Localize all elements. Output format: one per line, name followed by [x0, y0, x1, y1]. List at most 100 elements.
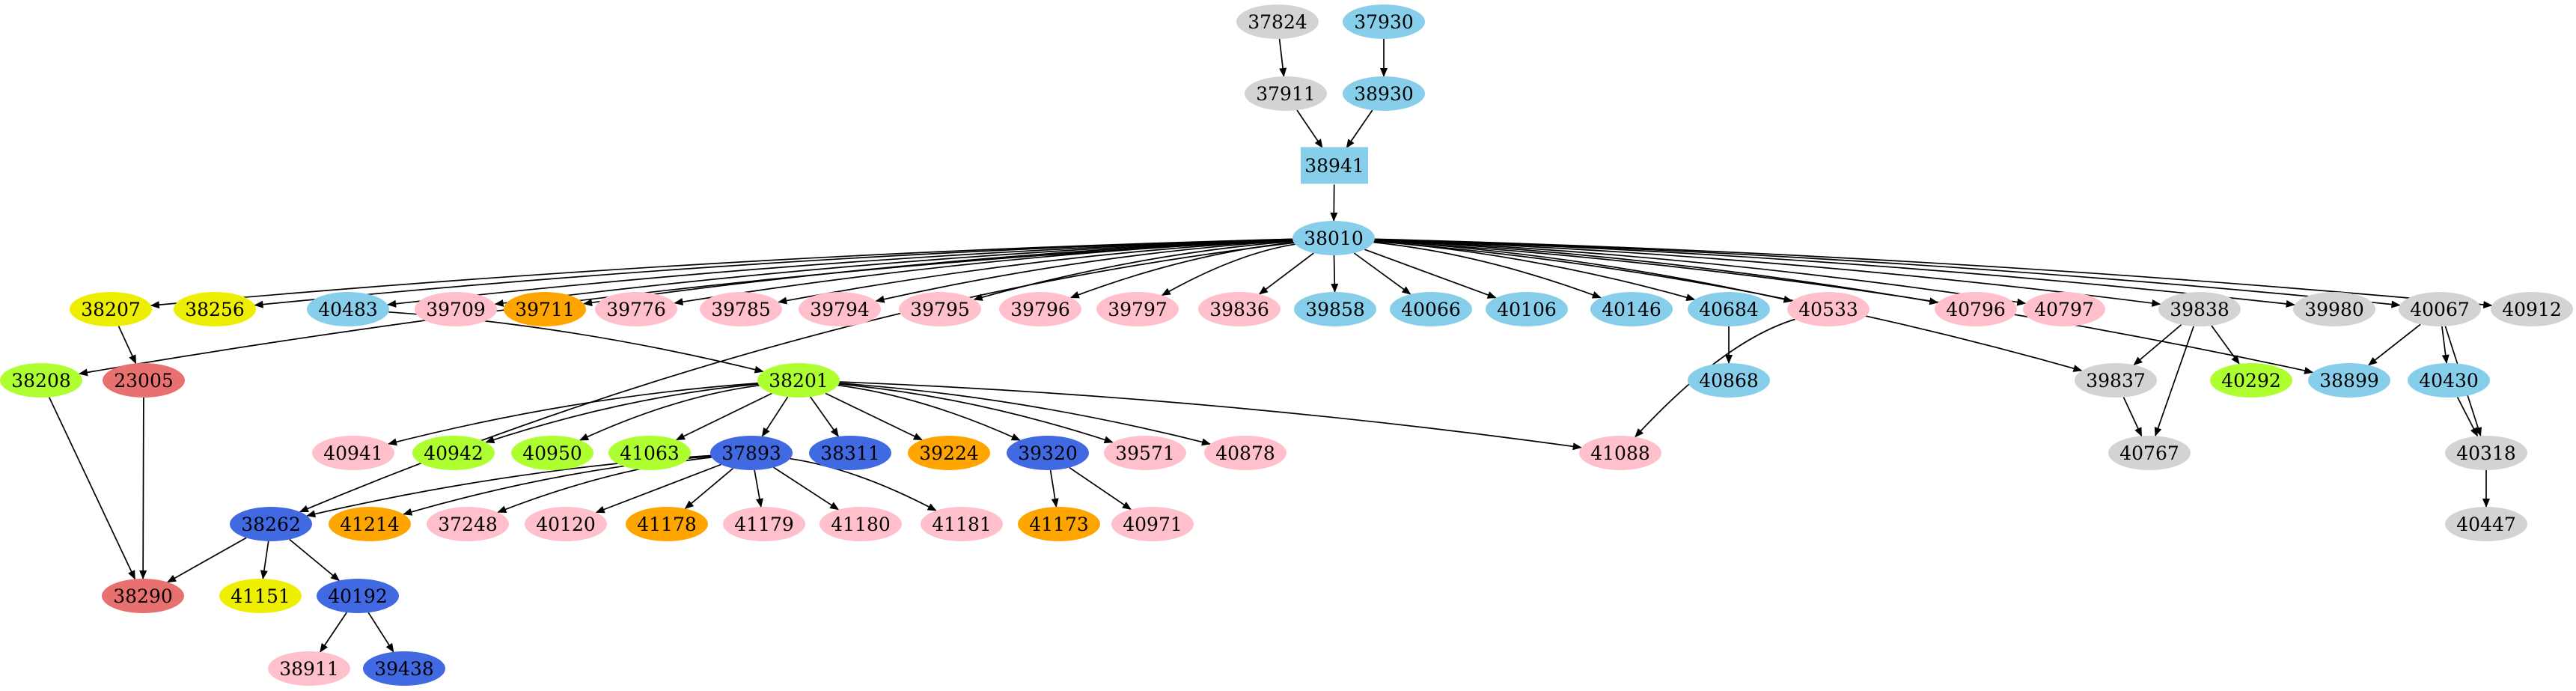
node-ellipse-shape: [595, 292, 677, 326]
node-ellipse-shape: [2445, 507, 2527, 541]
node-41173: 41173: [1018, 507, 1100, 541]
node-39438: 39438: [363, 651, 445, 686]
node-ellipse-shape: [899, 292, 981, 326]
node-ellipse-shape: [921, 507, 1003, 541]
node-38201: 38201: [757, 363, 840, 398]
node-label: 40483: [318, 299, 378, 320]
node-ellipse-shape: [1236, 4, 1319, 39]
node-40684: 40684: [1688, 292, 1770, 326]
edge-38201-37893: [761, 396, 789, 437]
edge-38010-39797: [1161, 243, 1295, 296]
node-38911: 38911: [268, 651, 350, 686]
edge-40533-41088: [1635, 318, 1795, 438]
node-40120: 40120: [525, 507, 607, 541]
edge-38010-38256: [254, 238, 1293, 308]
node-label: 40796: [1946, 299, 2006, 320]
node-ellipse-shape: [757, 363, 840, 398]
node-label: 40120: [536, 514, 596, 535]
node-label: 41063: [620, 442, 680, 464]
node-label: 37911: [1256, 83, 1316, 105]
node-37911: 37911: [1245, 76, 1327, 111]
node-ellipse-shape: [723, 507, 805, 541]
node-ellipse-shape: [511, 436, 593, 470]
node-ellipse-shape: [2293, 292, 2375, 326]
node-40868: 40868: [1688, 363, 1770, 398]
node-ellipse-shape: [1343, 76, 1425, 111]
node-38208: 38208: [0, 363, 82, 398]
edge-38930-38941: [1346, 109, 1373, 149]
node-label: 39795: [910, 299, 970, 320]
node-ellipse-shape: [2445, 436, 2527, 470]
edge-38010-40483: [387, 238, 1293, 308]
node-ellipse-shape: [317, 579, 399, 613]
node-ellipse-shape: [2399, 292, 2481, 326]
node-37248: 37248: [427, 507, 509, 541]
edge-38207-23005: [117, 326, 137, 365]
edge-38010-39980: [1374, 238, 2295, 308]
edge-38201-40942: [485, 383, 759, 444]
node-ellipse-shape: [1198, 292, 1281, 326]
node-39837: 39837: [2075, 363, 2157, 398]
node-label: 39224: [919, 442, 979, 464]
edge-38010-38899: [1374, 240, 2314, 374]
edge-38201-40950: [579, 384, 760, 441]
edge-38010-39711: [583, 239, 1293, 307]
node-label: 38930: [1354, 83, 1414, 105]
node-ellipse-shape: [700, 292, 782, 326]
node-39320: 39320: [1007, 436, 1089, 470]
node-label: 40292: [2221, 370, 2281, 392]
edge-38010-39785: [778, 240, 1293, 305]
node-label: 39836: [1209, 299, 1269, 320]
node-41179: 41179: [723, 507, 805, 541]
node-label: 40912: [2502, 299, 2562, 320]
node-label: 39320: [1018, 442, 1078, 464]
node-label: 38290: [113, 585, 173, 607]
edge-38010-38208: [78, 239, 1293, 377]
node-label: 39980: [2304, 299, 2364, 320]
node-label: 41179: [734, 514, 794, 535]
node-39797: 39797: [1096, 292, 1179, 326]
node-ellipse-shape: [415, 292, 497, 326]
node-label: 39709: [426, 299, 486, 320]
node-ellipse-shape: [1935, 292, 2017, 326]
node-label: 37930: [1354, 11, 1414, 33]
edge-37824-37911: [1278, 38, 1287, 77]
node-40942: 40942: [412, 436, 495, 470]
node-37893: 37893: [710, 436, 793, 470]
node-label: 38010: [1304, 228, 1364, 249]
edge-39838-39837: [2133, 323, 2182, 366]
node-label: 41151: [231, 585, 290, 607]
node-ellipse-shape: [2075, 363, 2157, 398]
node-38262: 38262: [230, 507, 312, 541]
node-label: 39838: [2170, 299, 2229, 320]
node-label: 40941: [323, 442, 383, 464]
node-label: 37824: [1248, 11, 1307, 33]
node-40146: 40146: [1590, 292, 1673, 326]
edge-37911-38941: [1296, 109, 1323, 149]
node-40483: 40483: [307, 292, 389, 326]
node-40066: 40066: [1390, 292, 1472, 326]
node-label: 40106: [1497, 299, 1557, 320]
node-ellipse-shape: [809, 436, 891, 470]
node-ellipse-shape: [1343, 4, 1425, 39]
node-40941: 40941: [312, 436, 394, 470]
node-40796: 40796: [1935, 292, 2017, 326]
node-label: 41173: [1029, 514, 1089, 535]
node-ellipse-shape: [412, 436, 495, 470]
node-ellipse-shape: [174, 292, 256, 326]
node-39224: 39224: [908, 436, 990, 470]
node-40878: 40878: [1204, 436, 1287, 470]
node-39858: 39858: [1294, 292, 1376, 326]
node-ellipse-shape: [1787, 292, 1870, 326]
edge-38010-40912: [1374, 238, 2493, 308]
edge-40067-40430: [2441, 326, 2450, 364]
edge-38010-39836: [1258, 252, 1314, 295]
node-37930: 37930: [1343, 4, 1425, 39]
node-39776: 39776: [595, 292, 677, 326]
node-ellipse-shape: [0, 363, 82, 398]
node-ellipse-shape: [1245, 76, 1327, 111]
edge-38010-39838: [1374, 239, 2161, 307]
node-ellipse-shape: [525, 507, 607, 541]
